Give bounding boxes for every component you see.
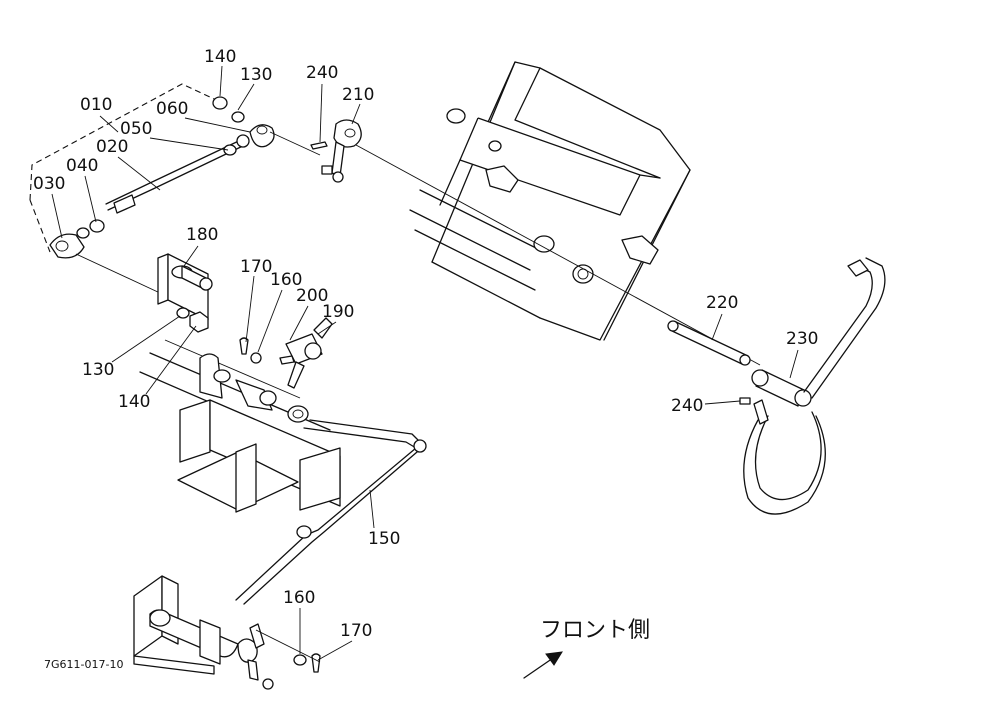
label-060: 060 (156, 99, 188, 119)
label-200: 200 (296, 286, 328, 306)
label-230: 230 (786, 329, 818, 349)
label-190: 190 (322, 302, 354, 322)
label-180: 180 (186, 225, 218, 245)
rod-assembly (29, 83, 321, 259)
center-axis-line (355, 144, 761, 366)
part-labels: 010 060 050 020 040 030 140 130 240 210 … (33, 47, 818, 641)
label-240-top: 240 (306, 63, 338, 83)
leader-lines (51, 65, 799, 661)
lower-bracket (133, 575, 321, 690)
bracket-180 (75, 253, 213, 333)
label-240-right: 240 (671, 396, 703, 416)
label-210: 210 (342, 85, 374, 105)
drawing-code: 7G611-017-10 (44, 658, 123, 671)
label-160-bottom: 160 (283, 588, 315, 608)
label-140-mid: 140 (118, 392, 150, 412)
shaft-220 (667, 320, 751, 366)
label-130-mid: 130 (82, 360, 114, 380)
label-040: 040 (66, 156, 98, 176)
lever-190 (239, 317, 333, 389)
label-170-mid: 170 (240, 257, 272, 277)
pedal-230 (739, 257, 886, 515)
label-050: 050 (120, 119, 152, 139)
label-170-bottom: 170 (340, 621, 372, 641)
label-220: 220 (706, 293, 738, 313)
label-140-top: 140 (204, 47, 236, 67)
frame-column (409, 61, 691, 341)
lever-210 (310, 119, 362, 183)
label-010: 010 (80, 95, 112, 115)
front-direction-arrow-icon (523, 651, 563, 679)
front-side-label: フロント側 (540, 618, 650, 643)
pedal-mount (139, 339, 341, 513)
label-130-top: 130 (240, 65, 272, 85)
label-030: 030 (33, 174, 65, 194)
label-150: 150 (368, 529, 400, 549)
label-020: 020 (96, 137, 128, 157)
label-160-mid: 160 (270, 270, 302, 290)
rod-150 (235, 419, 427, 605)
